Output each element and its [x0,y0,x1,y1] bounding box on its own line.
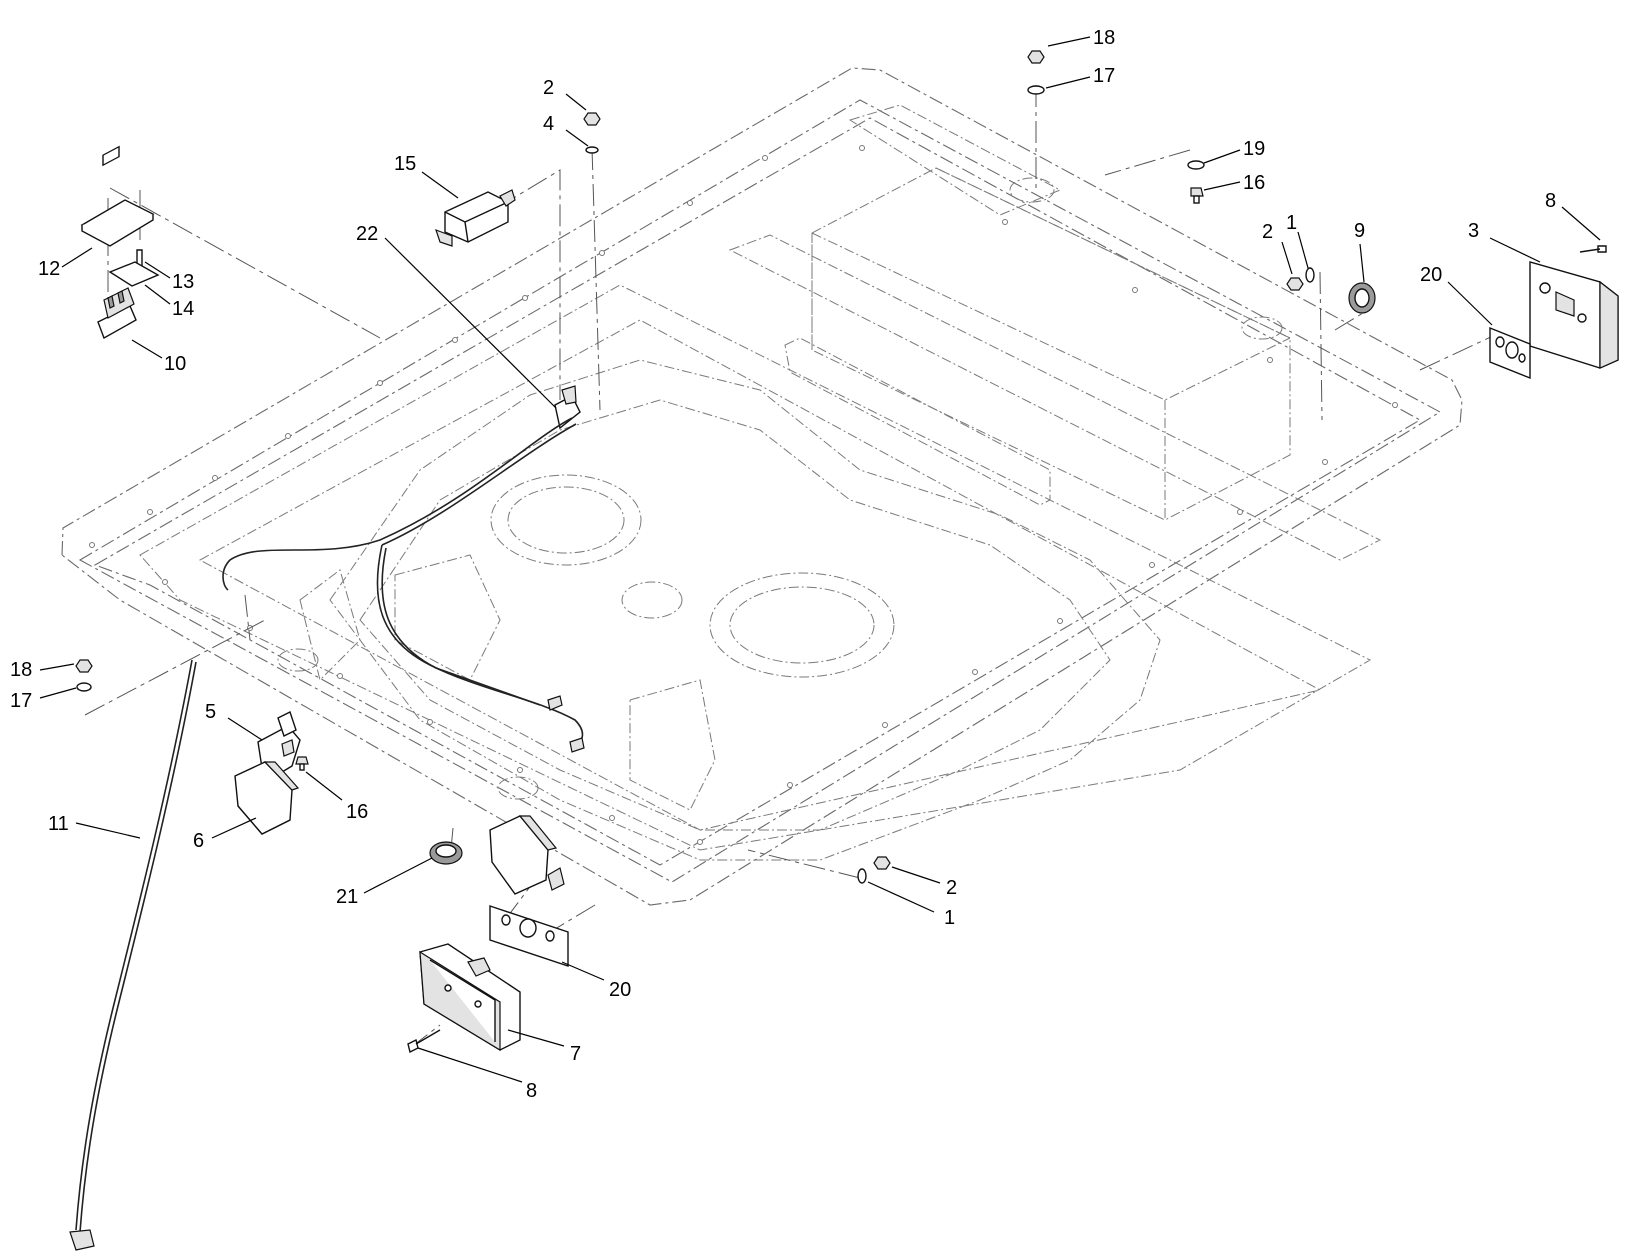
callout-13: 13 [172,271,194,293]
screw-16-left [295,756,309,771]
washer-17-top [1027,85,1045,95]
callout-14: 14 [172,298,194,320]
nut-2-right [1286,277,1304,291]
work-light-6 [234,761,300,835]
callout-20-bottom: 20 [609,979,631,1001]
callout-16-top: 16 [1243,172,1265,194]
rocker-switch-10 [97,287,137,340]
callout-4: 4 [543,113,554,135]
callout-11: 11 [48,813,69,835]
screw-8-top [1579,245,1607,253]
callout-7: 7 [570,1043,581,1065]
callout-1-front: 1 [944,907,955,929]
nut-18-top [1027,50,1045,64]
callout-19: 19 [1243,138,1265,160]
canopy-roof-phantom [61,67,1463,906]
callout-6: 6 [193,830,204,852]
callout-1-right: 1 [1286,212,1297,234]
callout-8-top: 8 [1545,190,1556,212]
callout-9: 9 [1354,220,1365,242]
gasket-20-top [1489,326,1531,380]
washer-1-right [1305,267,1315,283]
callout-21: 21 [336,886,358,908]
switch-bracket-12 [80,145,155,247]
assembly-center-lines [84,85,1496,1049]
nut-18-left [75,659,93,673]
callout-16-left: 16 [346,801,368,823]
screw-8-bottom [407,1029,441,1054]
gasket-20-bottom [489,905,569,967]
washer-4 [585,146,599,154]
callout-5: 5 [205,701,216,723]
callout-8-bottom: 8 [526,1080,537,1102]
callout-22: 22 [356,223,378,245]
callout-3: 3 [1468,220,1479,242]
work-light-7 [419,943,521,1052]
callout-12: 12 [38,258,60,280]
callout-10: 10 [164,353,186,375]
callout-18-left: 18 [10,659,32,681]
grommet-9 [1348,282,1376,314]
washer-17-left [76,682,92,692]
washer-1-front [857,868,867,884]
callout-2-center: 2 [543,77,554,99]
washer-19 [1187,160,1205,170]
screw-16-top [1190,187,1204,204]
nut-2-front [873,856,891,870]
callout-15: 15 [394,153,416,175]
callout-group: 18 17 2 4 15 22 12 13 14 10 19 16 [10,27,1601,1102]
relay-module-15 [435,189,516,247]
callout-18-top: 18 [1093,27,1115,49]
callout-20-top: 20 [1420,264,1442,286]
wire-harness-22 [222,385,585,753]
work-light-3 [1529,261,1619,369]
grommet-21 [429,841,463,865]
callout-2-right: 2 [1262,221,1273,243]
callout-17-top: 17 [1093,65,1115,87]
nut-2-center [583,112,601,126]
callout-17-left: 17 [10,690,32,712]
front-light-housing [489,815,565,895]
label-plate-14 [108,261,160,287]
harness-cable-11 [69,659,197,1251]
callout-2-front: 2 [946,877,957,899]
